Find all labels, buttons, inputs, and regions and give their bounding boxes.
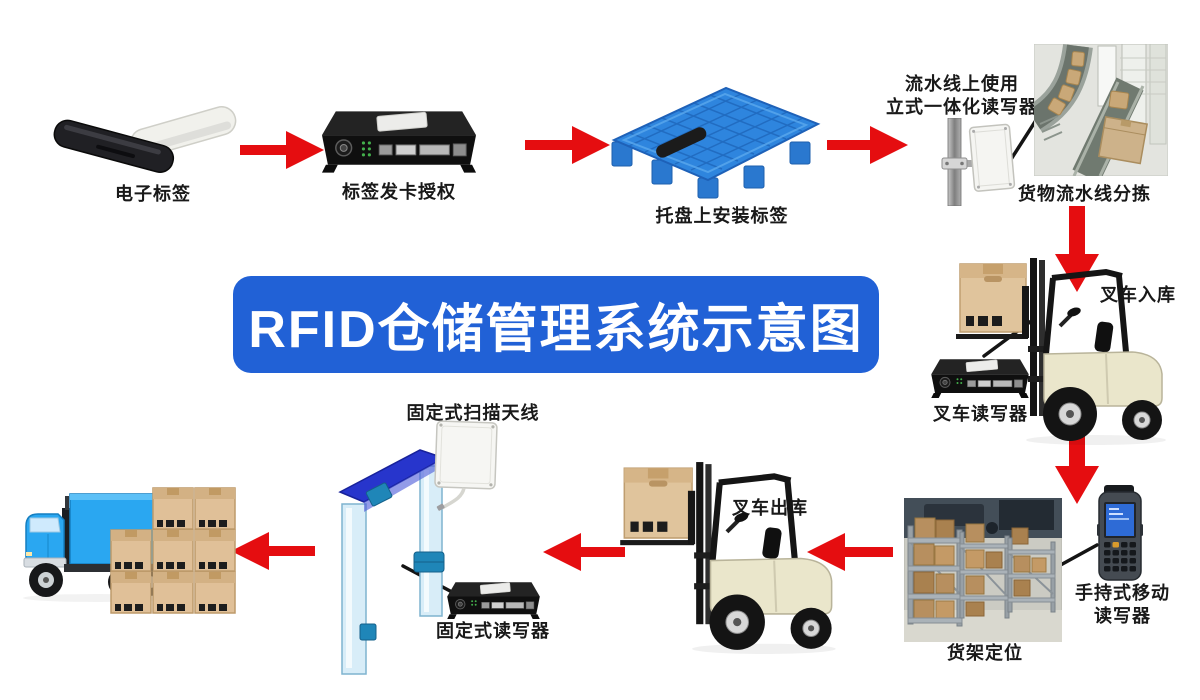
pallet-illustration	[606, 80, 824, 202]
pallet-label: 托盘上安装标签	[655, 206, 789, 226]
arrow-left-forklift-out-to-gate	[543, 533, 625, 571]
title-banner: RFID仓储管理系统示意图	[233, 276, 879, 373]
antenna-panel-illustration	[424, 418, 502, 514]
pole-reader-illustration	[938, 118, 1018, 206]
inline-reader-label: 流水线上使用 立式一体化读写器	[872, 73, 1052, 119]
forklift-reader-illustration	[930, 355, 1030, 401]
fixed-antenna-label: 固定式扫描天线	[406, 403, 540, 423]
diagram-title: RFID仓储管理系统示意图	[248, 301, 864, 359]
fixed-reader-illustration	[446, 578, 541, 622]
inline-reader-label-line2: 立式一体化读写器	[886, 97, 1038, 117]
arrow-right-pallet-to-conveyor	[827, 126, 908, 164]
forklift-reader-label: 叉车读写器	[933, 404, 1028, 424]
electronic-tags-illustration	[38, 80, 238, 188]
arrow-right-issuer-to-pallet	[525, 126, 610, 164]
gate-portal-illustration	[334, 436, 486, 678]
fixed-reader-label: 固定式读写器	[436, 621, 550, 641]
arrow-left-gate-to-truck	[231, 532, 315, 570]
arrow-left-shelves-to-forklift-out	[807, 533, 893, 571]
tag-issuer-label: 标签发卡授权	[342, 182, 456, 202]
arrow-down-forklift-in-to-shelves	[1055, 420, 1099, 504]
conveyor-illustration	[1034, 44, 1168, 176]
tag-issuer-reader-illustration	[320, 105, 478, 177]
arrow-down-conveyor-to-forklift-in	[1055, 206, 1099, 292]
handheld-reader-label: 手持式移动 读写器	[1070, 582, 1175, 628]
shelves-illustration	[904, 498, 1062, 642]
shelf-positioning-label: 货架定位	[947, 643, 1023, 663]
electronic-tag-label: 电子标签	[115, 184, 191, 204]
inline-reader-label-line1: 流水线上使用	[905, 74, 1019, 94]
arrow-right-tags-to-issuer	[240, 131, 324, 169]
handheld-reader-label-line1: 手持式移动	[1075, 583, 1170, 603]
forklift-outbound-illustration	[620, 460, 838, 655]
handheld-reader-label-line2: 读写器	[1094, 606, 1151, 626]
conveyor-sorting-label: 货物流水线分拣	[1018, 184, 1151, 204]
carton-stack-illustration	[108, 486, 240, 616]
forklift-inbound-illustration	[956, 256, 1168, 446]
handheld-reader-illustration	[1096, 484, 1144, 584]
